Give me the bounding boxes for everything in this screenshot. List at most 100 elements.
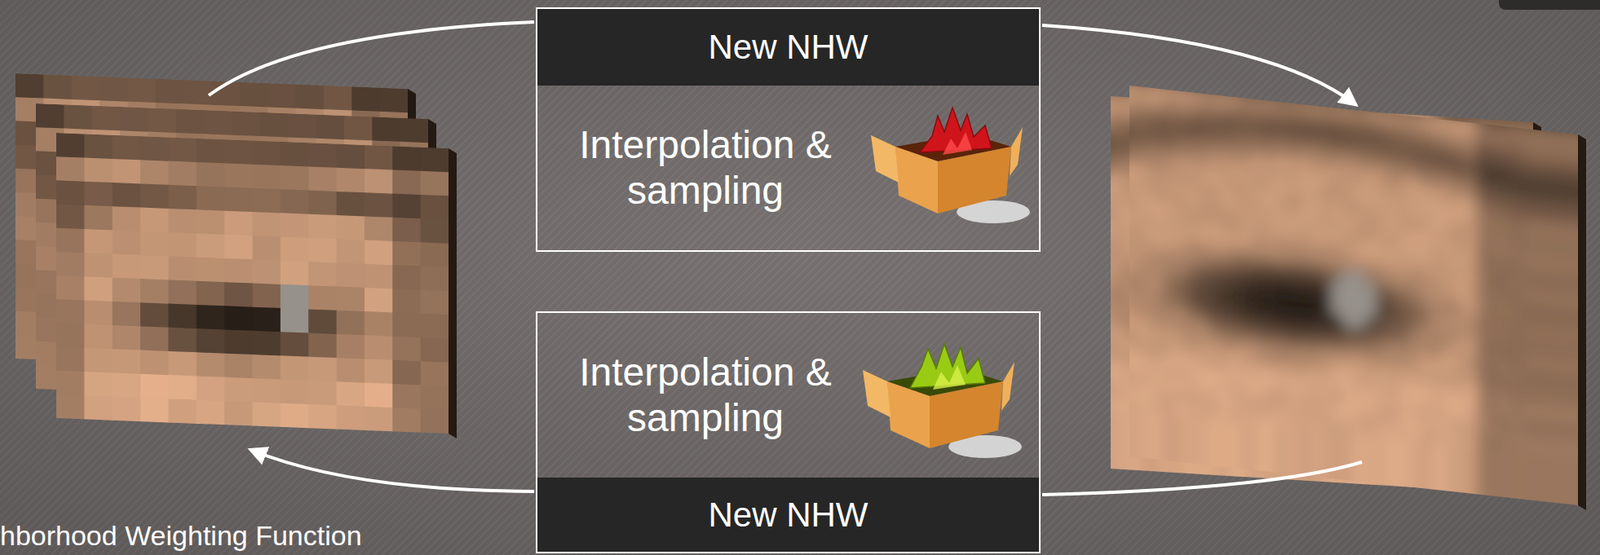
pixel xyxy=(1219,70,1232,84)
pixel xyxy=(1100,361,1112,375)
pixel xyxy=(92,106,121,132)
pixel xyxy=(308,380,337,407)
panel-edge xyxy=(1577,134,1587,511)
pixel xyxy=(1152,74,1165,89)
pixel xyxy=(1406,100,1419,114)
pixel xyxy=(1286,66,1300,155)
pixel xyxy=(56,132,85,159)
pixel xyxy=(1107,69,1120,84)
pixel xyxy=(1100,220,1112,235)
pixel xyxy=(1409,79,1423,168)
pixel xyxy=(43,74,72,100)
pixel xyxy=(1466,108,1479,123)
pixel xyxy=(1466,131,1479,146)
pixel xyxy=(1089,243,1101,257)
pixel xyxy=(1162,87,1176,102)
pixel xyxy=(1342,106,1355,121)
pixel xyxy=(280,260,310,287)
pixel xyxy=(1241,106,1255,121)
pixel xyxy=(112,229,142,256)
pixel xyxy=(196,233,226,259)
pixel xyxy=(1365,97,1378,111)
pixel xyxy=(1089,104,1101,118)
pixel xyxy=(1286,88,1300,103)
pixel xyxy=(1078,231,1091,245)
pixel xyxy=(1353,85,1366,99)
pixel xyxy=(167,375,197,401)
pixel xyxy=(364,192,394,218)
pixel xyxy=(1320,115,1333,130)
pixel xyxy=(1374,98,1387,112)
pixel xyxy=(1089,336,1101,350)
pixel xyxy=(280,141,310,168)
pixel xyxy=(1230,59,1243,148)
pixel xyxy=(420,361,450,387)
pixel xyxy=(112,159,142,185)
pixel xyxy=(1476,121,1490,136)
pixel xyxy=(83,158,113,184)
pixel xyxy=(1443,94,1456,109)
pixel xyxy=(1241,72,1255,87)
pixel xyxy=(1110,221,1123,235)
pixel xyxy=(1089,80,1101,94)
pixel xyxy=(1406,88,1419,102)
pixel xyxy=(1174,88,1187,102)
pixel xyxy=(1089,197,1101,211)
pixel xyxy=(1398,89,1411,104)
pixel xyxy=(1443,128,1456,143)
pixel xyxy=(1286,77,1300,92)
pixel xyxy=(167,398,197,425)
pixel xyxy=(140,255,169,281)
pixel xyxy=(252,259,282,285)
pixel xyxy=(1152,85,1165,100)
pixel xyxy=(1365,109,1378,124)
pixel xyxy=(296,84,325,111)
pixel xyxy=(112,397,142,423)
pixel xyxy=(1195,75,1207,89)
pixel xyxy=(1364,97,1376,111)
pixel xyxy=(1241,83,1255,98)
pixel xyxy=(336,215,366,241)
pixel xyxy=(56,180,85,206)
pixel xyxy=(280,212,310,239)
pixel xyxy=(239,82,269,108)
pixel xyxy=(336,262,366,288)
pixel xyxy=(1110,128,1123,142)
pixel xyxy=(1275,75,1288,90)
pixel xyxy=(1219,92,1232,107)
pixel xyxy=(1207,103,1220,118)
pixel xyxy=(280,308,310,334)
pixel xyxy=(252,402,282,428)
pixel xyxy=(1409,101,1423,116)
pixel xyxy=(1162,98,1176,113)
pixel xyxy=(1110,140,1123,154)
pixel xyxy=(196,400,226,426)
pixel xyxy=(1100,326,1112,340)
pixel xyxy=(1142,72,1154,86)
pixel xyxy=(1448,102,1460,116)
pixel xyxy=(1197,67,1210,82)
pixel xyxy=(140,159,169,186)
pixel xyxy=(1454,130,1468,145)
pixel xyxy=(224,377,253,403)
pixel xyxy=(112,349,142,375)
pixel xyxy=(1185,101,1198,115)
pixel xyxy=(1264,75,1277,89)
pixel xyxy=(1100,198,1112,212)
pixel xyxy=(1365,74,1378,163)
pixel xyxy=(176,109,205,135)
pixel xyxy=(1118,70,1131,84)
pixel xyxy=(1409,125,1423,140)
pixel xyxy=(1163,365,1176,379)
pixel xyxy=(1100,279,1112,293)
pixel xyxy=(1237,78,1249,92)
pixel xyxy=(1297,66,1310,155)
pixel xyxy=(1089,349,1101,363)
pixel xyxy=(1100,384,1112,398)
pixel xyxy=(1396,88,1408,102)
pixel xyxy=(364,240,394,266)
pixel xyxy=(1290,81,1302,95)
pixel xyxy=(336,287,366,313)
pixel xyxy=(140,231,169,257)
